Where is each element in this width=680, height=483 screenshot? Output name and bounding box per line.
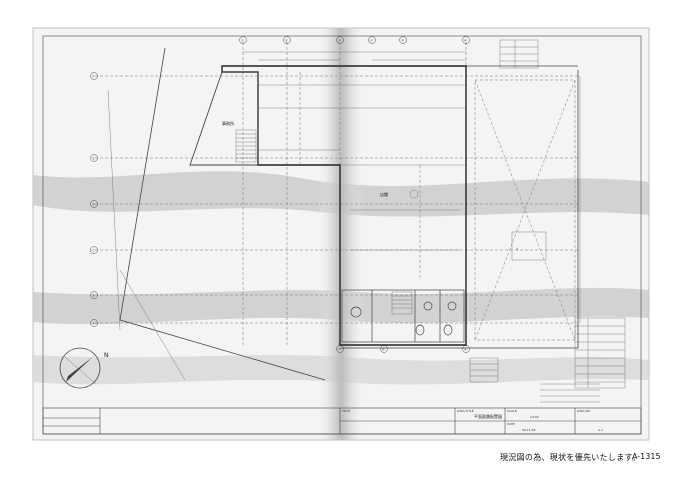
grid-row-label: C — [93, 248, 95, 252]
setback-line — [119, 269, 186, 381]
room-tag — [409, 189, 419, 199]
grid-col-label: ① — [241, 38, 244, 42]
grid-col-label: ② — [285, 38, 288, 42]
grid-row-label: D — [93, 202, 96, 206]
scale-value: 1/100 — [530, 415, 539, 419]
footer-note: 現況図の為、現状を優先いたします。 — [500, 453, 641, 462]
service-core — [341, 289, 465, 343]
north-label: N — [104, 352, 109, 359]
grid-row-labels: F E D C B A — [90, 72, 98, 327]
grid-row-label: B — [93, 293, 95, 297]
room-label-main: 店舗 — [380, 191, 388, 197]
scale-label: SCALE — [507, 409, 517, 413]
grid-row-label: F — [93, 74, 95, 78]
date-label: DATE — [507, 422, 515, 426]
grid-col-label: ⑥ — [464, 38, 467, 42]
grid-row-label: E — [93, 156, 95, 160]
grid-col-label: ⑤ — [401, 38, 404, 42]
schedule-table-top — [499, 39, 539, 69]
area-notes — [540, 383, 600, 403]
room-label-office: 事務所 — [222, 120, 234, 126]
title-label: TITLE — [341, 409, 350, 413]
dwg-no-label: DWG.NO. — [577, 409, 591, 413]
dimension-line — [107, 89, 121, 331]
book-gutter — [318, 28, 364, 440]
drawing-title-label: DWG.TITLE — [457, 409, 474, 413]
ramp-note: ♿ — [516, 247, 519, 251]
title-block — [42, 407, 642, 435]
drawing-title: 平面図兼配置図 — [474, 413, 502, 419]
dimension-ticks — [243, 51, 581, 323]
stairs — [235, 129, 413, 315]
grid-col-label: ⑨ — [464, 347, 467, 351]
grid-col-label: ③ — [338, 38, 341, 42]
sheet-number: A-1315 — [632, 452, 661, 461]
building-outline — [189, 65, 467, 346]
schedule-table-legend — [574, 317, 626, 389]
date-value: 08.11.26 — [522, 428, 535, 432]
grid-row-label: A — [93, 321, 96, 325]
accessible-ramp — [511, 231, 547, 261]
open-area — [474, 79, 576, 341]
grid-col-label: ⑦ — [338, 347, 341, 351]
grid-col-label: ⑧ — [382, 347, 385, 351]
dwg-no-value: A-1 — [598, 428, 603, 432]
north-arrow — [59, 347, 101, 389]
schedule-table-mid — [469, 357, 499, 383]
grid-col-label: ④ — [370, 38, 373, 42]
